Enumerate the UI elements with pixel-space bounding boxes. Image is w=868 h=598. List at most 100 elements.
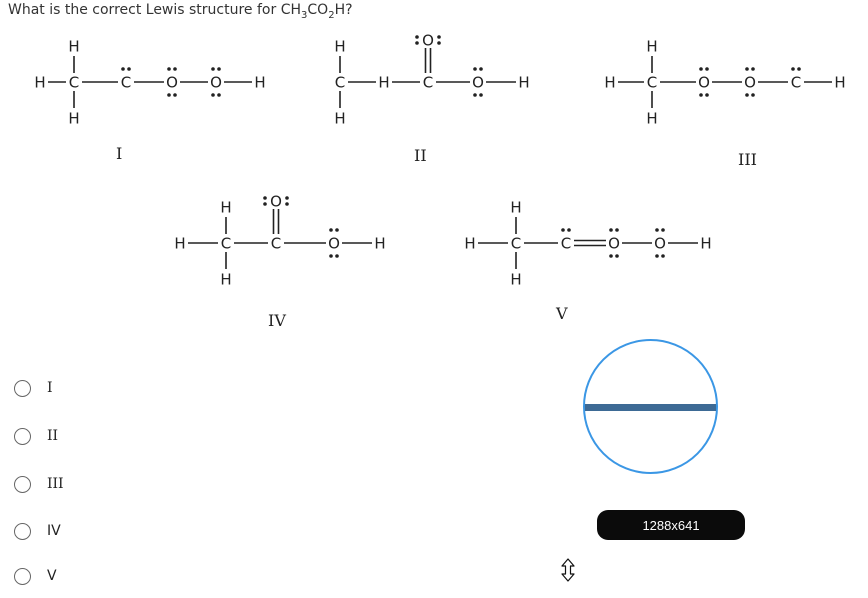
lone-pair-dot bbox=[285, 202, 289, 206]
radio-button[interactable] bbox=[14, 475, 31, 493]
magnifier-bar bbox=[585, 404, 716, 411]
lone-pair-dot bbox=[173, 67, 177, 71]
hydrogen-atom: H bbox=[334, 110, 345, 128]
lone-pair-dot bbox=[167, 93, 171, 97]
hydrogen-atom: H bbox=[510, 271, 521, 289]
radio-button[interactable] bbox=[14, 567, 31, 585]
lone-pair-dot bbox=[655, 228, 659, 232]
lone-pair-dot bbox=[263, 202, 267, 206]
hydrogen-atom: H bbox=[834, 74, 845, 92]
lone-pair-dot bbox=[329, 228, 333, 232]
hydrogen-atom: H bbox=[68, 38, 79, 56]
hydrogen-atom: H bbox=[334, 38, 345, 56]
lone-pair-dot bbox=[479, 67, 483, 71]
lone-pair-dot bbox=[167, 67, 171, 71]
option-3[interactable]: III bbox=[14, 472, 134, 496]
lone-pair-dot bbox=[211, 67, 215, 71]
lone-pair-dot bbox=[473, 93, 477, 97]
hydrogen-atom: H bbox=[174, 235, 185, 253]
radio-button[interactable] bbox=[14, 379, 31, 397]
carbon-atom: C bbox=[647, 74, 657, 92]
size-badge: 1288x641 bbox=[597, 510, 745, 540]
option-4[interactable]: IV bbox=[14, 519, 134, 543]
structure-label-4: IV bbox=[268, 311, 286, 330]
radio-button[interactable] bbox=[14, 522, 31, 540]
lone-pair-dot bbox=[699, 93, 703, 97]
oxygen-atom: O bbox=[698, 74, 710, 92]
hydrogen-atom: H bbox=[604, 74, 615, 92]
oxygen-atom: O bbox=[744, 74, 756, 92]
option-label: II bbox=[47, 428, 59, 444]
lone-pair-dot bbox=[217, 93, 221, 97]
hydrogen-atom: H bbox=[700, 235, 711, 253]
oxygen-atom: O bbox=[270, 193, 282, 211]
option-label: V bbox=[47, 568, 57, 584]
lone-pair-dot bbox=[263, 196, 267, 200]
vertical-resize-icon bbox=[561, 558, 575, 582]
oxygen-atom: O bbox=[210, 74, 222, 92]
lone-pair-dot bbox=[173, 93, 177, 97]
lone-pair-dot bbox=[661, 228, 665, 232]
hydrogen-atom: H bbox=[510, 199, 521, 217]
option-label: IV bbox=[47, 523, 61, 539]
lone-pair-dot bbox=[127, 67, 131, 71]
hydrogen-atom: H bbox=[34, 74, 45, 92]
lone-pair-dot bbox=[705, 93, 709, 97]
structure-label-2: II bbox=[414, 146, 427, 165]
hydrogen-atom: H bbox=[518, 74, 529, 92]
option-label: I bbox=[47, 380, 53, 396]
lone-pair-dot bbox=[335, 228, 339, 232]
oxygen-atom: O bbox=[608, 235, 620, 253]
lone-pair-dot bbox=[567, 228, 571, 232]
hydrogen-atom: H bbox=[68, 110, 79, 128]
hydrogen-atom: H bbox=[220, 199, 231, 217]
lone-pair-dot bbox=[705, 67, 709, 71]
lone-pair-dot bbox=[479, 93, 483, 97]
lone-pair-dot bbox=[797, 67, 801, 71]
hydrogen-atom: H bbox=[254, 74, 265, 92]
hydrogen-atom: H bbox=[464, 235, 475, 253]
carbon-atom: C bbox=[791, 74, 801, 92]
oxygen-atom: O bbox=[328, 235, 340, 253]
hydrogen-atom: H bbox=[220, 271, 231, 289]
lone-pair-dot bbox=[121, 67, 125, 71]
lone-pair-dot bbox=[211, 93, 215, 97]
option-2[interactable]: II bbox=[14, 424, 134, 448]
lone-pair-dot bbox=[217, 67, 221, 71]
magnifier-overlay bbox=[583, 339, 718, 474]
carbon-atom: C bbox=[221, 235, 231, 253]
lone-pair-dot bbox=[415, 35, 419, 39]
lone-pair-dot bbox=[655, 254, 659, 258]
lone-pair-dot bbox=[615, 228, 619, 232]
lone-pair-dot bbox=[745, 93, 749, 97]
lone-pair-dot bbox=[751, 67, 755, 71]
lone-pair-dot bbox=[473, 67, 477, 71]
lone-pair-dot bbox=[437, 41, 441, 45]
lone-pair-dot bbox=[415, 41, 419, 45]
lone-pair-dot bbox=[285, 196, 289, 200]
hydrogen-atom: H bbox=[646, 38, 657, 56]
lone-pair-dot bbox=[791, 67, 795, 71]
carbon-atom: C bbox=[69, 74, 79, 92]
structure-label-5: V bbox=[556, 304, 568, 323]
option-5[interactable]: V bbox=[14, 564, 134, 588]
option-label: III bbox=[47, 476, 64, 492]
radio-button[interactable] bbox=[14, 427, 31, 445]
lone-pair-dot bbox=[661, 254, 665, 258]
lone-pair-dot bbox=[437, 35, 441, 39]
option-1[interactable]: I bbox=[14, 376, 134, 400]
carbon-atom: C bbox=[271, 235, 281, 253]
lone-pair-dot bbox=[751, 93, 755, 97]
lone-pair-dot bbox=[561, 228, 565, 232]
structure-label-1: I bbox=[116, 144, 123, 163]
carbon-atom: C bbox=[121, 74, 131, 92]
lone-pair-dot bbox=[609, 228, 613, 232]
question-text: What is the correct Lewis structure for … bbox=[8, 2, 353, 21]
carbon-atom: C bbox=[423, 74, 433, 92]
hydrogen-atom: H bbox=[646, 110, 657, 128]
carbon-atom: C bbox=[511, 235, 521, 253]
structure-label-3: III bbox=[738, 150, 757, 169]
hydrogen-atom: H bbox=[374, 235, 385, 253]
lone-pair-dot bbox=[335, 254, 339, 258]
